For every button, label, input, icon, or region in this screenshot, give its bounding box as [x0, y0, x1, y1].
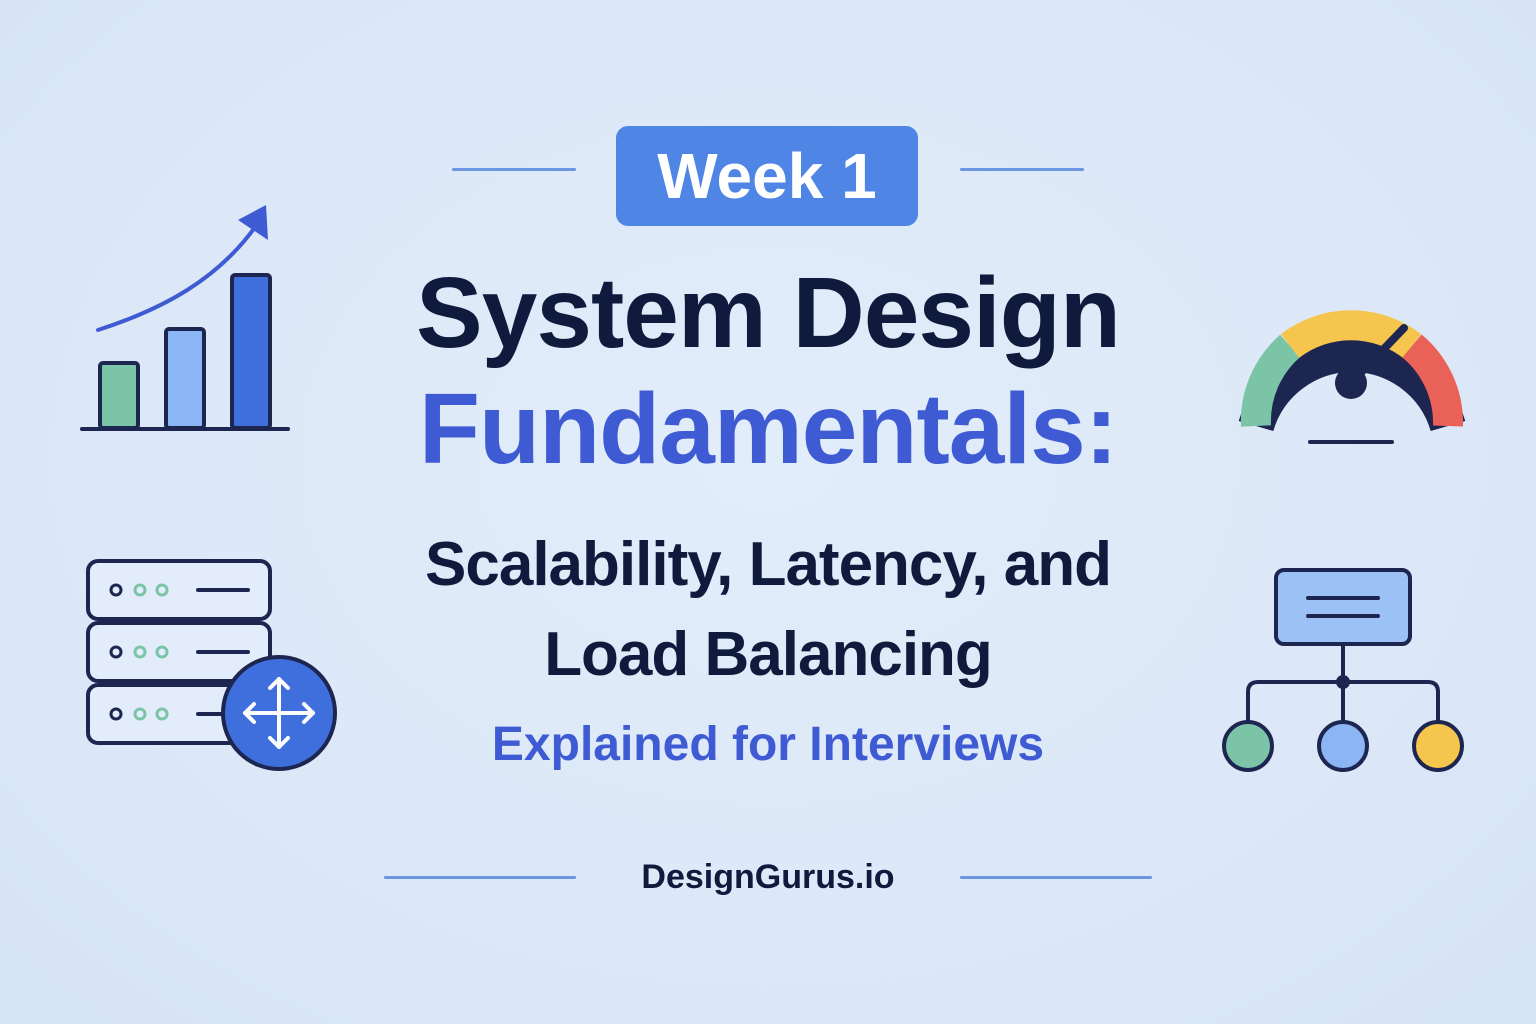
tagline: Explained for Interviews	[491, 718, 1045, 771]
hierarchy-tree-icon	[1222, 568, 1464, 772]
top-right-divider	[960, 168, 1084, 171]
title-line-1: System Design	[416, 257, 1121, 369]
bar-chart-growth-icon	[80, 205, 290, 431]
brand-name: DesignGurus.io	[641, 858, 895, 896]
speedometer-gauge-icon	[1238, 310, 1466, 444]
subtitle-line-2: Load Balancing	[544, 620, 993, 689]
week-badge: Week 1	[616, 126, 918, 226]
week-badge-label: Week 1	[657, 140, 877, 212]
bottom-left-divider	[384, 876, 576, 879]
title-line-2: Fundamentals:	[418, 373, 1118, 485]
bottom-right-divider	[960, 876, 1152, 879]
server-rack-load-balancer-icon	[86, 559, 337, 771]
subtitle-line-1: Scalability, Latency, and	[425, 530, 1112, 599]
top-left-divider	[452, 168, 576, 171]
